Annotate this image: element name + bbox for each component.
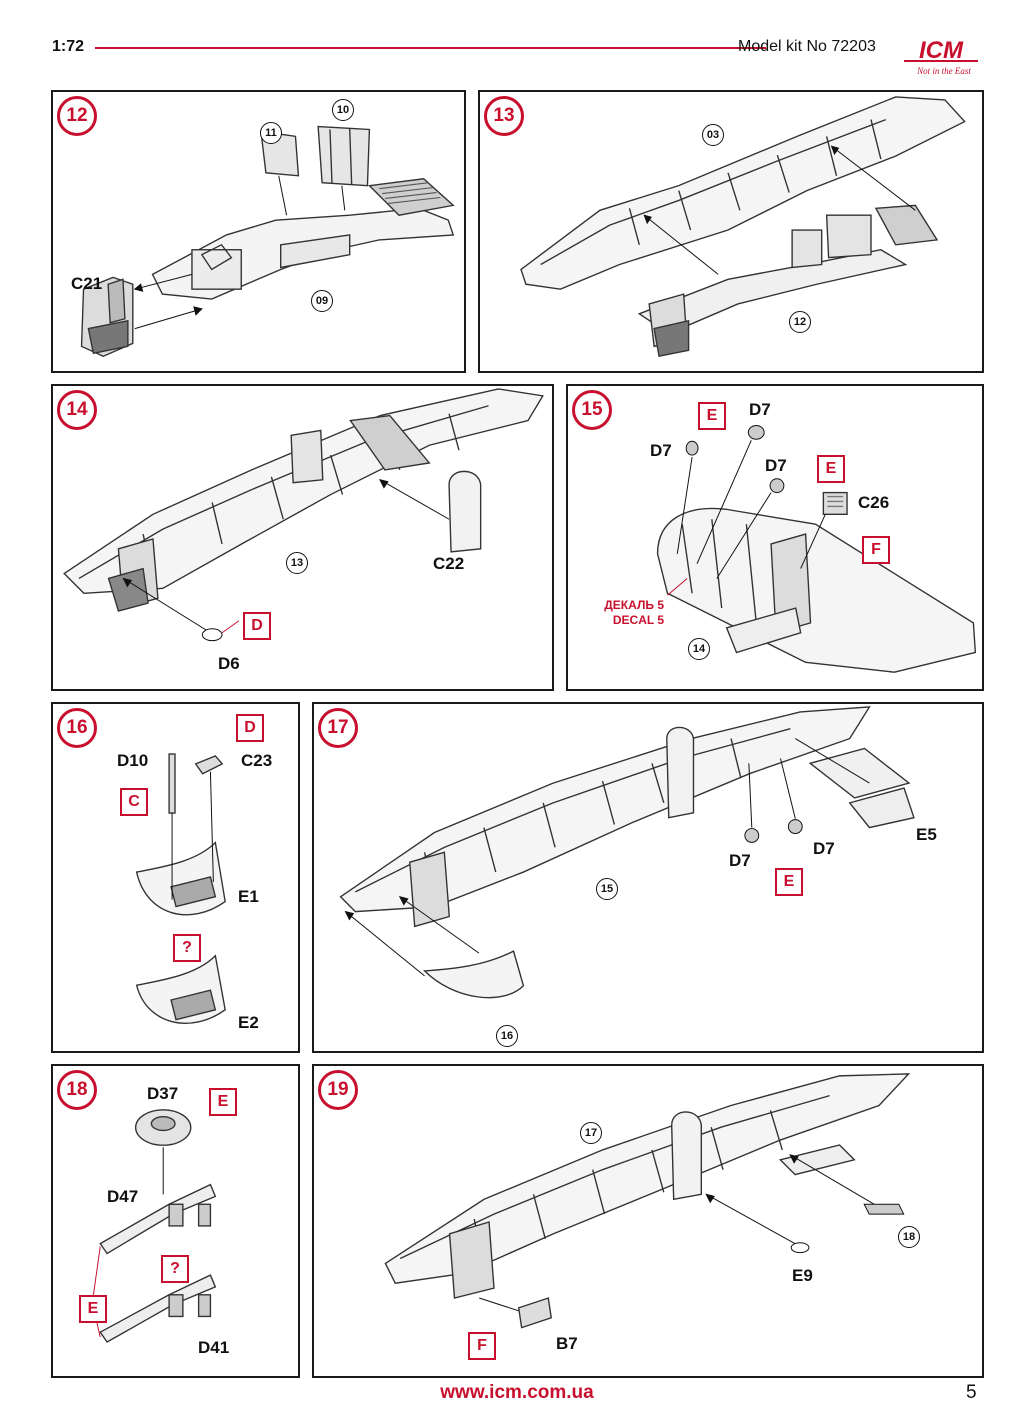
part-16-marker: 16 [496,1025,518,1047]
paint-code-e: E [775,868,803,896]
step-14-number: 14 [57,390,97,430]
part-d7-label-c: D7 [765,456,787,475]
logo-tagline: Not in the East [916,66,971,76]
part-e1-label: E1 [238,887,259,906]
part-e9-label: E9 [792,1266,813,1285]
part-d7-label-a: D7 [729,851,751,870]
icm-logo: ICM Not in the East [896,34,986,80]
decal-5-ru: ДЕКАЛЬ 5 [604,598,664,612]
footer-url[interactable]: www.icm.com.ua [440,1382,594,1403]
step-19-number: 19 [318,1070,358,1110]
step-13-panel: 13 03 12 [478,90,984,373]
part-09-marker: 09 [311,290,333,312]
part-c26-label: C26 [858,493,890,512]
part-e5-label: E5 [916,825,937,844]
step-19-drawing [384,1073,911,1329]
part-d6-label: D6 [218,654,240,673]
part-b7-label: B7 [556,1334,578,1353]
part-d47-label: D47 [107,1187,139,1206]
scale-label: 1:72 [52,38,85,55]
step-18-drawing [91,1109,217,1343]
logo-text: ICM [919,37,964,64]
header-rule [95,47,766,49]
paint-code-f: F [862,536,890,564]
paint-code-f: F [468,1332,496,1360]
part-d7-label-b: D7 [813,839,835,858]
paint-code-d: D [243,612,271,640]
part-13-marker: 13 [286,552,308,574]
step-16-drawing [135,753,226,1024]
paint-code-e-b: E [79,1295,107,1323]
paint-code-c: C [120,788,148,816]
step-14-drawing [63,388,544,642]
part-d7-label-a: D7 [650,441,672,460]
paint-code-e-a: E [698,402,726,430]
part-d7-label-b: D7 [749,400,771,419]
paint-code-e-b: E [817,455,845,483]
step-14-panel: 14 13 C22 D6 D [51,384,554,691]
part-14-marker: 14 [688,638,710,660]
part-c21-label: C21 [71,274,103,293]
step-16-number: 16 [57,708,97,748]
part-12-marker: 12 [789,311,811,333]
step-12-drawing [80,125,455,357]
part-c22-label: C22 [433,554,465,573]
part-d37-label: D37 [147,1084,179,1103]
paint-code-unknown: ? [173,934,201,962]
paint-code-e-a: E [209,1088,237,1116]
step-12-number: 12 [57,96,97,136]
part-c23-label: C23 [241,751,273,770]
part-d10-label: D10 [117,751,149,770]
step-18-number: 18 [57,1070,97,1110]
step-16-panel: 16 D10 C23 E1 E2 D C ? [51,702,300,1053]
part-18-marker: 18 [898,1226,920,1248]
step-15-drawing [656,424,977,673]
part-03-marker: 03 [702,124,724,146]
step-15-panel: 15 D7 D7 D7 C26 14 E E F ДЕКАЛЬ 5 DECAL … [566,384,984,691]
paint-code-unknown: ? [161,1255,189,1283]
part-e2-label: E2 [238,1013,259,1032]
kit-number: Model kit No 72203 [738,38,876,55]
step-15-number: 15 [572,390,612,430]
step-17-drawing [339,706,915,999]
decal-5-en: DECAL 5 [612,613,664,627]
step-17-number: 17 [318,708,358,748]
step-18-panel: 18 D37 D47 D41 E ? E [51,1064,300,1378]
step-13-drawing [520,96,966,358]
decal-5-label: ДЕКАЛЬ 5 DECAL 5 [588,598,664,628]
paint-code-d: D [236,714,264,742]
part-15-marker: 15 [596,878,618,900]
part-17-marker: 17 [580,1122,602,1144]
step-13-number: 13 [484,96,524,136]
page-number: 5 [966,1382,977,1403]
step-17-panel: 17 15 16 D7 D7 E5 E [312,702,984,1053]
step-19-panel: 19 17 18 E9 B7 F [312,1064,984,1378]
part-d41-label: D41 [198,1338,230,1357]
part-10-marker: 10 [332,99,354,121]
step-12-panel: 12 C21 11 10 09 [51,90,466,373]
part-11-marker: 11 [260,122,282,144]
